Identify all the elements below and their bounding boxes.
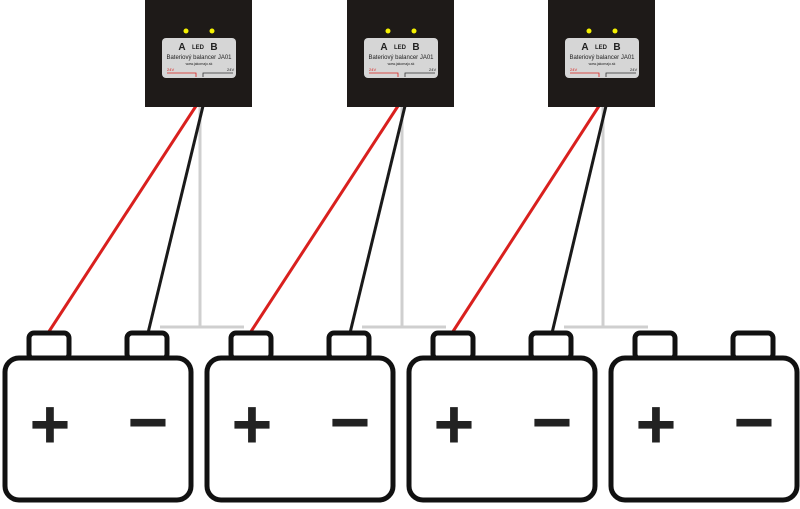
module-website: www.jakomajo.sk — [186, 62, 213, 66]
led-a-indicator — [183, 28, 189, 34]
led-label: LED — [192, 45, 205, 51]
led-label: LED — [595, 45, 608, 51]
label-positive-trace — [167, 72, 197, 77]
module-website: www.jakomajo.sk — [589, 62, 616, 66]
positive-terminal — [632, 330, 678, 362]
minus-sign: − — [532, 383, 573, 461]
led-label: LED — [394, 45, 407, 51]
label-positive-trace — [570, 72, 600, 77]
battery-body — [406, 355, 598, 503]
led-b-label: B — [412, 42, 419, 53]
led-a-indicator — [385, 28, 391, 34]
battery: +− — [2, 330, 194, 503]
right-voltage: 24V — [630, 67, 637, 72]
positive-wire — [450, 105, 601, 334]
label-plate — [162, 38, 236, 78]
label-positive-trace — [369, 72, 399, 77]
plus-sign: + — [636, 385, 677, 463]
right-voltage: 24V — [429, 67, 436, 72]
left-voltage: 24V — [167, 67, 174, 72]
negative-wire — [550, 105, 608, 334]
label-plate — [565, 38, 639, 78]
label-negative-trace — [404, 72, 435, 77]
plus-sign: + — [232, 385, 273, 463]
battery: +− — [406, 330, 598, 503]
balancer-module: A LED B Bateriový balancer JA01www.jakomajo… — [145, 0, 252, 107]
negative-wire — [348, 105, 407, 334]
balancer-module: A LED B Bateriový balancer JA01www.jakomajo… — [347, 0, 454, 107]
wires — [46, 105, 648, 334]
minus-sign: − — [734, 383, 775, 461]
module-website: www.jakomajo.sk — [388, 62, 415, 66]
balancer-module: A LED B Bateriový balancer JA01www.jakomajo… — [548, 0, 655, 107]
led-b-indicator — [209, 28, 215, 34]
positive-terminal — [228, 330, 274, 362]
minus-sign: − — [128, 383, 169, 461]
plus-sign: + — [434, 385, 475, 463]
negative-terminal — [730, 330, 776, 362]
right-voltage: 24V — [227, 67, 234, 72]
led-a-indicator — [586, 28, 592, 34]
negative-terminal — [124, 330, 170, 362]
led-b-indicator — [612, 28, 618, 34]
positive-terminal — [430, 330, 476, 362]
negative-wire — [146, 105, 205, 334]
battery-body — [2, 355, 194, 503]
positive-wire — [248, 105, 400, 334]
minus-sign: − — [330, 383, 371, 461]
battery: +− — [608, 330, 800, 503]
led-a-label: A — [581, 42, 588, 53]
negative-terminal — [326, 330, 372, 362]
negative-terminal — [528, 330, 574, 362]
led-b-label: B — [613, 42, 620, 53]
left-voltage: 24V — [570, 67, 577, 72]
plus-sign: + — [30, 385, 71, 463]
led-a-label: A — [380, 42, 387, 53]
led-b-label: B — [210, 42, 217, 53]
battery: +− — [204, 330, 396, 503]
positive-wire — [46, 105, 198, 334]
led-b-indicator — [411, 28, 417, 34]
battery-body — [204, 355, 396, 503]
label-negative-trace — [605, 72, 636, 77]
module-name: Bateriový balancer JA01 — [368, 55, 434, 61]
positive-terminal — [26, 330, 72, 362]
battery-body — [608, 355, 800, 503]
label-negative-trace — [202, 72, 233, 77]
led-a-label: A — [178, 42, 185, 53]
left-voltage: 24V — [369, 67, 376, 72]
module-name: Bateriový balancer JA01 — [569, 55, 635, 61]
module-name: Bateriový balancer JA01 — [166, 55, 232, 61]
label-plate — [364, 38, 438, 78]
